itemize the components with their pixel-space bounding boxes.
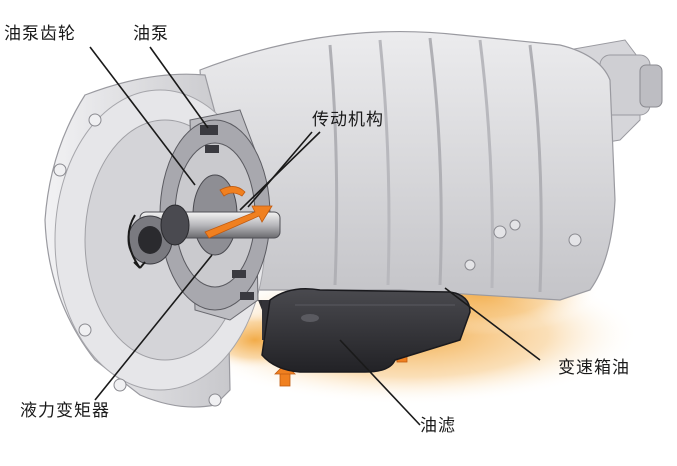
label-transmission-mechanism: 传动机构 — [312, 110, 384, 130]
gearbox-case — [199, 30, 616, 301]
input-shaft — [127, 204, 281, 269]
label-torque-converter: 液力变矩器 — [20, 401, 110, 421]
leader-lines — [89, 46, 541, 426]
label-oil-filter: 油滤 — [420, 416, 456, 436]
oil-filter-body — [261, 288, 471, 373]
label-transmission-oil: 变速箱油 — [558, 358, 630, 378]
label-pump-gear: 油泵齿轮 — [4, 24, 76, 44]
label-pump: 油泵 — [133, 24, 169, 44]
